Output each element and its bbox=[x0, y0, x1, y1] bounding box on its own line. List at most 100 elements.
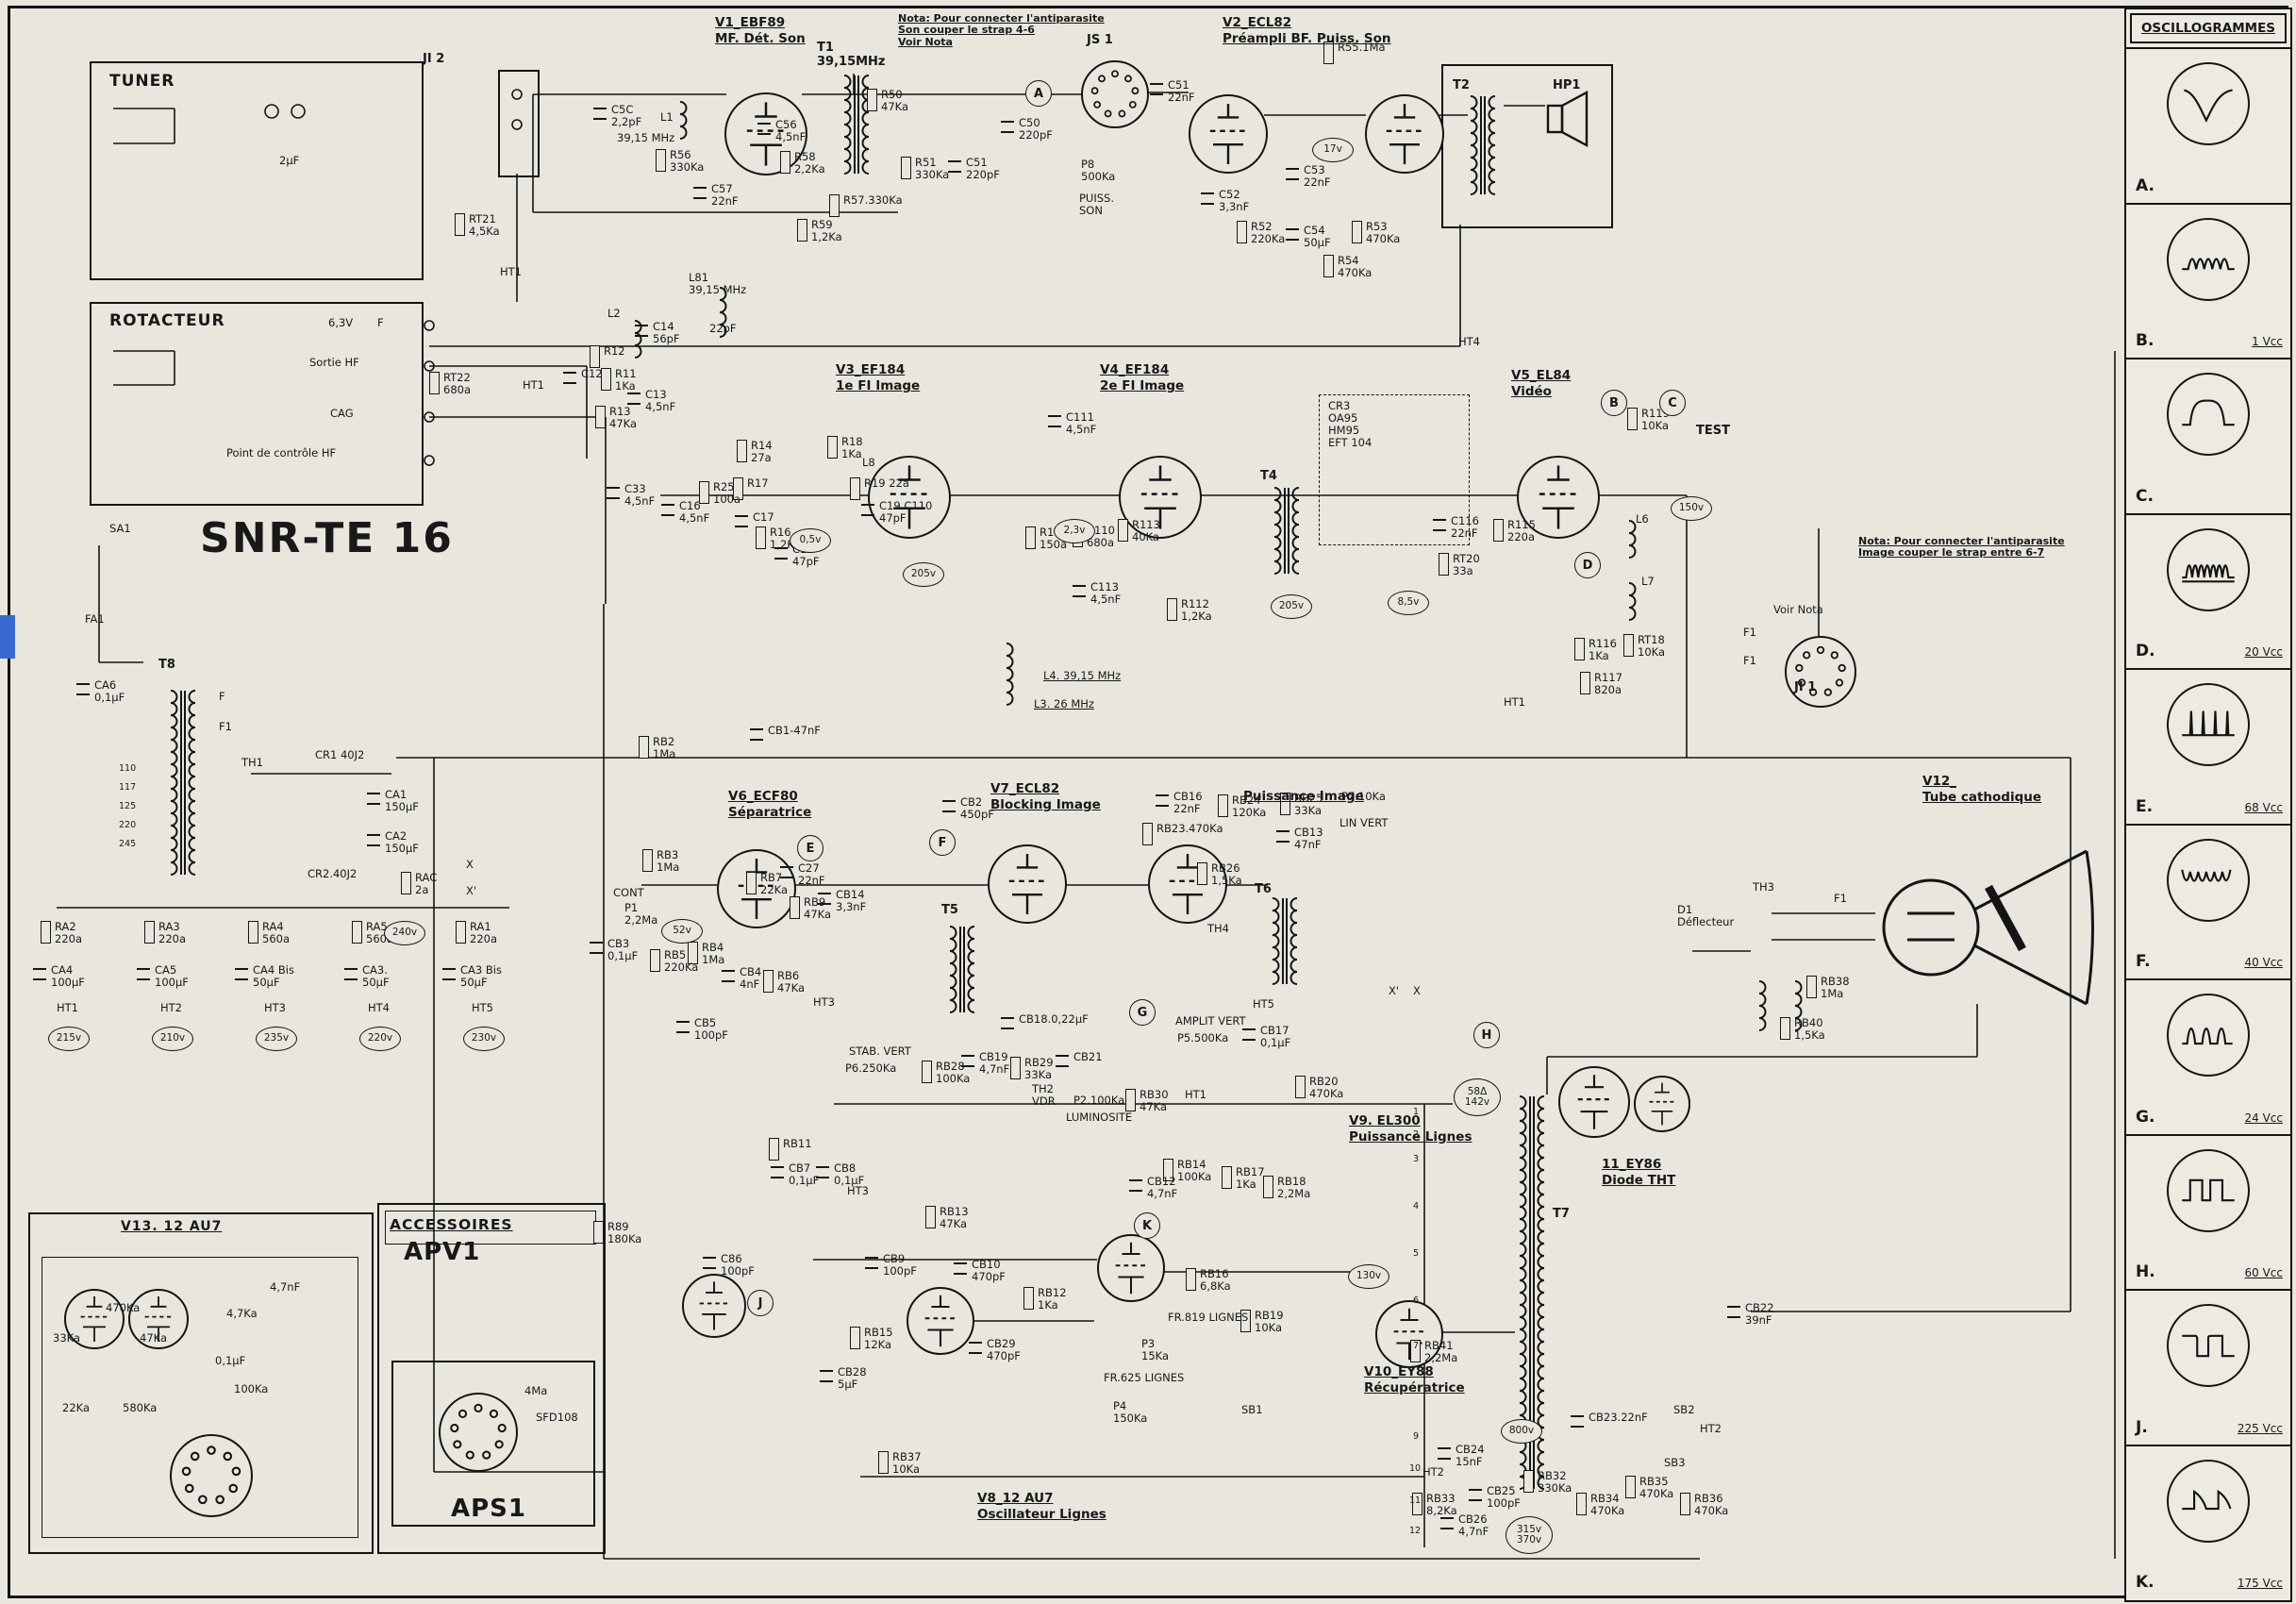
schematic-label: CA6 0,1μF bbox=[94, 678, 125, 704]
tube-symbol bbox=[1189, 94, 1268, 174]
accessoires-label: ACCESSOIRES bbox=[390, 1216, 513, 1233]
capacitor-symbol bbox=[1286, 168, 1299, 180]
schematic-label: C5C 2,2pF bbox=[611, 103, 642, 128]
oscillogram-letter: K. bbox=[2136, 1573, 2155, 1592]
oscillogram-caption: E.68 Vcc bbox=[2136, 797, 2283, 816]
voltage-badge: 58Δ 142v bbox=[1454, 1078, 1501, 1116]
schematic-label: RAC 2a bbox=[415, 871, 438, 896]
tube-symbol bbox=[1119, 456, 1202, 539]
resistor-symbol bbox=[1025, 526, 1036, 549]
voltage-badge: 205v bbox=[903, 562, 944, 587]
resistor-symbol bbox=[733, 477, 743, 500]
test-point: C bbox=[1659, 390, 1686, 416]
schematic-label: HT3 bbox=[847, 1184, 869, 1197]
voltage-badge: 240v bbox=[384, 921, 425, 945]
schematic-label: R12 bbox=[604, 344, 625, 358]
voltage-badge: 800v bbox=[1501, 1419, 1542, 1444]
resistor-symbol bbox=[1580, 672, 1590, 694]
schematic-label: P4 150Ka bbox=[1113, 1399, 1148, 1425]
oscillogram-voltage: 225 Vcc bbox=[2237, 1421, 2283, 1435]
capacitor-symbol bbox=[780, 866, 793, 878]
schematic-label: RB13 47Ka bbox=[940, 1205, 969, 1230]
resistor-symbol bbox=[1263, 1176, 1273, 1198]
schematic-label: L1 bbox=[660, 110, 674, 124]
schematic-label: CB8 0,1μF bbox=[834, 1161, 865, 1187]
capacitor-symbol bbox=[137, 968, 150, 980]
schematic-label: X' bbox=[1389, 984, 1400, 997]
schematic-label: CB4 4nF bbox=[740, 965, 762, 991]
oscillogram-caption: B.1 Vcc bbox=[2136, 331, 2283, 350]
schematic-label: CA5 100μF bbox=[155, 963, 189, 989]
schematic-label: CAG bbox=[330, 407, 354, 420]
schematic-label: R11 1Ka bbox=[615, 367, 637, 393]
schematic-label: RB20 470Ka bbox=[1309, 1075, 1344, 1100]
capacitor-symbol bbox=[750, 728, 763, 741]
schematic-label: 100Ka bbox=[234, 1382, 269, 1395]
schematic-label: CB24 15nF bbox=[1456, 1443, 1485, 1468]
resistor-symbol bbox=[1295, 1076, 1306, 1098]
cr3-diode-box bbox=[1319, 394, 1470, 545]
coil-symbol bbox=[1753, 979, 1792, 1038]
resistor-symbol bbox=[1323, 255, 1334, 277]
schematic-label: SFD108 bbox=[536, 1411, 578, 1424]
resistor-symbol bbox=[1118, 519, 1128, 542]
schematic-label: RB17 1Ka bbox=[1236, 1165, 1265, 1191]
socket-symbol bbox=[1081, 60, 1149, 128]
resistor-symbol bbox=[1023, 1287, 1034, 1310]
resistor-symbol bbox=[1574, 638, 1585, 660]
schematic-label: CB25 100pF bbox=[1487, 1484, 1521, 1510]
waveform-scope bbox=[2167, 62, 2250, 145]
capacitor-symbol bbox=[865, 1257, 878, 1269]
schematic-label: TEST bbox=[1696, 424, 1730, 438]
schematic-label: P2.100Ka bbox=[1073, 1094, 1125, 1107]
schematic-label: V12_ Tube cathodique bbox=[1922, 774, 2042, 805]
oscillogram-cell: A. bbox=[2126, 47, 2290, 203]
schematic-label: RB29 33Ka bbox=[1024, 1056, 1054, 1081]
schematic-label: HT1 bbox=[57, 1001, 78, 1014]
schematic-label: C33 4,5nF bbox=[624, 482, 656, 508]
schematic-label: T2 bbox=[1453, 78, 1470, 92]
schematic-label: 7 bbox=[1413, 1341, 1420, 1351]
oscillogram-cell: D.20 Vcc bbox=[2126, 512, 2290, 669]
oscillogram-cell: K.175 Vcc bbox=[2126, 1444, 2290, 1600]
schematic-label: 2 bbox=[1413, 1129, 1420, 1140]
schematic-label: 4,7Ka bbox=[226, 1307, 258, 1320]
schematic-label: RB7 22Ka bbox=[760, 871, 789, 896]
resistor-symbol bbox=[1806, 976, 1817, 998]
schematic-label: RB11 bbox=[783, 1137, 812, 1150]
oscillogram-voltage: 1 Vcc bbox=[2252, 335, 2283, 348]
schematic-label: F1 bbox=[1743, 654, 1756, 667]
schematic-label: RB2 1Ma bbox=[653, 735, 676, 760]
v13-box bbox=[28, 1212, 374, 1554]
schematic-label: CR3 OA95 HM95 EFT 104 bbox=[1328, 399, 1373, 449]
coil-symbol bbox=[1622, 581, 1662, 627]
resistor-symbol bbox=[1439, 553, 1449, 576]
waveform-scope bbox=[2167, 1459, 2250, 1543]
socket-symbol bbox=[1785, 636, 1856, 708]
schematic-label: C12 bbox=[581, 367, 603, 380]
v13-inner-box bbox=[42, 1257, 358, 1538]
tube-symbol bbox=[682, 1274, 746, 1338]
schematic-label: T7 bbox=[1553, 1207, 1570, 1221]
schematic-label: 117 bbox=[119, 782, 137, 793]
resistor-symbol bbox=[1410, 1340, 1421, 1362]
voltage-badge: 150v bbox=[1671, 496, 1712, 521]
schematic-label: HT3 bbox=[264, 1001, 286, 1014]
tube-symbol bbox=[988, 844, 1067, 924]
capacitor-symbol bbox=[76, 683, 90, 695]
capacitor-symbol bbox=[961, 1055, 974, 1067]
resistor-symbol bbox=[790, 896, 800, 919]
schematic-label: CA4 Bis 50μF bbox=[253, 963, 294, 989]
capacitor-symbol bbox=[1048, 415, 1061, 427]
schematic-label: C53 22nF bbox=[1304, 163, 1331, 189]
test-point: G bbox=[1129, 999, 1156, 1026]
resistor-symbol bbox=[248, 921, 258, 944]
schematic-label: RT18 10Ka bbox=[1638, 633, 1666, 659]
voltage-badge: 235v bbox=[256, 1027, 297, 1051]
capacitor-symbol bbox=[757, 123, 771, 135]
schematic-label: RB35 470Ka bbox=[1639, 1475, 1674, 1500]
schematic-label: 10 bbox=[1409, 1463, 1422, 1474]
schematic-label: CR2.40J2 bbox=[308, 867, 358, 880]
test-point: A bbox=[1025, 80, 1052, 107]
schematic-label: C17 bbox=[753, 510, 774, 524]
